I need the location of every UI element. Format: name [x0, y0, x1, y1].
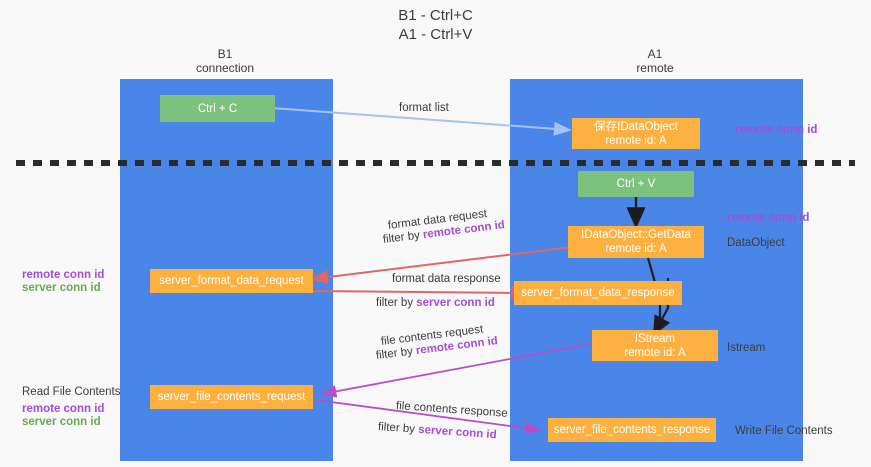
node-istream[interactable]: IStream remote id: A: [592, 330, 718, 361]
column-a1-role: remote: [636, 61, 674, 75]
annotation-left-remote-conn-id-2: remote conn id: [22, 403, 105, 415]
node-ctrl-c-label: Ctrl + C: [197, 102, 238, 115]
node-getdata-line1: IDataObject::GetData: [581, 229, 691, 241]
edge-filter-format-data-response: filter by server conn id: [376, 297, 495, 309]
annotation-left-server-conn-id: server conn id: [22, 282, 101, 294]
node-getdata-line2: remote id: A: [605, 243, 667, 255]
column-header-b1: B1 connection: [150, 47, 300, 75]
node-server-file-contents-response[interactable]: server_file_contents_response: [548, 418, 716, 442]
annotation-remote-conn-id-top: remote conn id: [735, 124, 818, 136]
annotation-left-server-conn-id-2: server conn id: [22, 416, 101, 428]
edge-label-format-data-response: format data response: [392, 273, 501, 285]
annotation-dataobject: DataObject: [727, 237, 785, 249]
node-ctrl-v-label: Ctrl + V: [616, 178, 656, 190]
edge-label-file-contents-response-text: file contents response: [395, 400, 509, 420]
filter-prefix-2: filter by: [376, 297, 417, 309]
node-server-format-data-request-label: server_format_data_request: [159, 275, 304, 287]
column-b1-role: connection: [195, 61, 255, 75]
node-server-format-data-response-label: server_format_data_response: [521, 287, 675, 299]
node-idataobject-getdata[interactable]: IDataObject::GetData remote id: A: [568, 226, 704, 258]
node-save-idataobject-line1: 保存IDataObject: [594, 120, 678, 133]
edge-label-format-list: format list: [399, 102, 449, 114]
annotation-write-file-contents: Write File Contents: [735, 425, 833, 437]
annotation-read-file-contents: Read File Contents: [22, 386, 121, 398]
annotation-remote-conn-id-mid: remote conn id: [727, 212, 810, 224]
edge-label-file-contents-response: file contents response: [396, 400, 508, 420]
node-save-idataobject[interactable]: 保存IDataObject remote id: A: [572, 118, 700, 149]
title-line-2: A1 - Ctrl+V: [398, 26, 473, 43]
annotation-istream: Istream: [727, 342, 766, 354]
edge-label-format-data-response-text: format data response: [392, 273, 501, 285]
edge-format-data-response: [311, 285, 529, 300]
node-server-format-data-request[interactable]: server_format_data_request: [150, 269, 313, 293]
node-server-file-contents-response-label: server_file_contents_response: [553, 424, 711, 436]
node-ctrl-v[interactable]: Ctrl + V: [578, 171, 694, 197]
node-ctrl-c[interactable]: Ctrl + C: [160, 95, 275, 122]
node-istream-line2: remote id: A: [624, 346, 686, 359]
diagram-title: B1 - Ctrl+C A1 - Ctrl+V: [0, 6, 871, 44]
title-line-1: B1 - Ctrl+C: [398, 7, 473, 24]
phase-divider: [16, 160, 855, 166]
node-server-file-contents-request-label: server_file_contents_request: [157, 391, 306, 403]
column-b1-name: B1: [217, 47, 233, 61]
node-save-idataobject-line2: remote id: A: [605, 134, 667, 147]
filter-key-2: server conn id: [416, 297, 495, 309]
filter-key-4: server conn id: [417, 423, 498, 442]
node-server-file-contents-request[interactable]: server_file_contents_request: [150, 385, 313, 409]
column-header-a1: A1 remote: [580, 47, 730, 75]
edge-filter-file-contents-response: filter by server conn id: [378, 421, 497, 441]
column-a1-name: A1: [647, 47, 663, 61]
edge-label-format-list-text: format list: [399, 102, 449, 114]
node-istream-line1: IStream: [634, 332, 676, 345]
filter-prefix-4: filter by: [377, 421, 419, 436]
node-server-format-data-response[interactable]: server_format_data_response: [514, 281, 682, 305]
annotation-left-remote-conn-id: remote conn id: [22, 269, 105, 281]
